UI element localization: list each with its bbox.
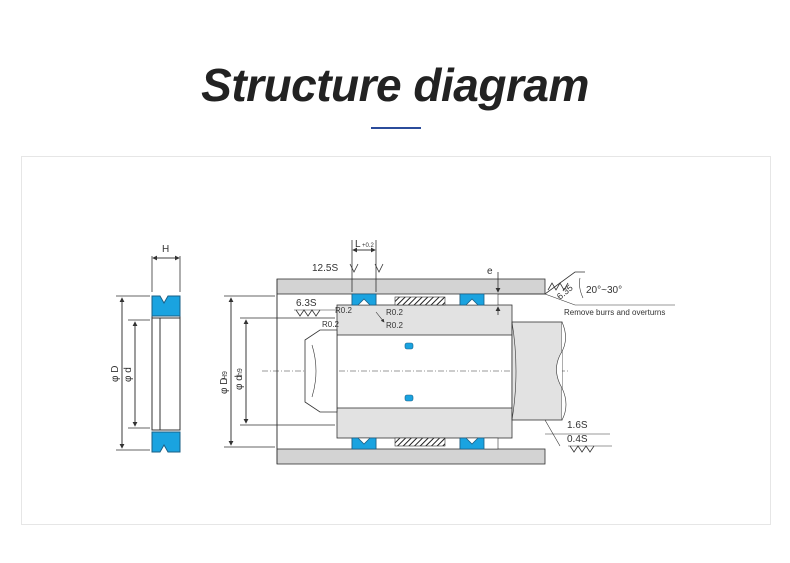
page-title: Structure diagram (201, 59, 589, 111)
label-phid: φ d (123, 367, 134, 382)
label-L-tolerance: +0.2 (362, 243, 375, 249)
label-angle: 20°~30° (586, 285, 622, 296)
label-L: L (355, 239, 361, 250)
label-H9: H9 (222, 371, 229, 380)
title-underline (371, 127, 421, 129)
label-12-5S: 12.5S (312, 263, 338, 274)
label-R02-d: R0.2 (386, 321, 403, 330)
label-R02-c: R0.2 (386, 308, 403, 317)
label-0-4S: 0.4S (567, 434, 588, 445)
label-R02-a: R0.2 (335, 306, 352, 315)
label-phiD: φ D (110, 366, 121, 382)
label-1-6S: 1.6S (567, 420, 588, 431)
seal-ring-view: H φ D φ d (110, 244, 181, 453)
label-phiDH9: φ D (219, 378, 230, 394)
label-R02-b: R0.2 (322, 320, 339, 329)
installation-view: φ D H9 φ d h9 L +0.2 12.5S 6.3S R0.2 R0.… (219, 239, 675, 465)
label-phidh9: φ d (234, 375, 245, 390)
label-6-35: 6.35 (555, 283, 575, 302)
label-remove-burrs: Remove burrs and overturns (564, 308, 665, 317)
label-h9: h9 (237, 368, 244, 376)
label-6-3S: 6.3S (296, 298, 317, 309)
label-e: e (487, 266, 493, 277)
label-H: H (162, 244, 169, 255)
